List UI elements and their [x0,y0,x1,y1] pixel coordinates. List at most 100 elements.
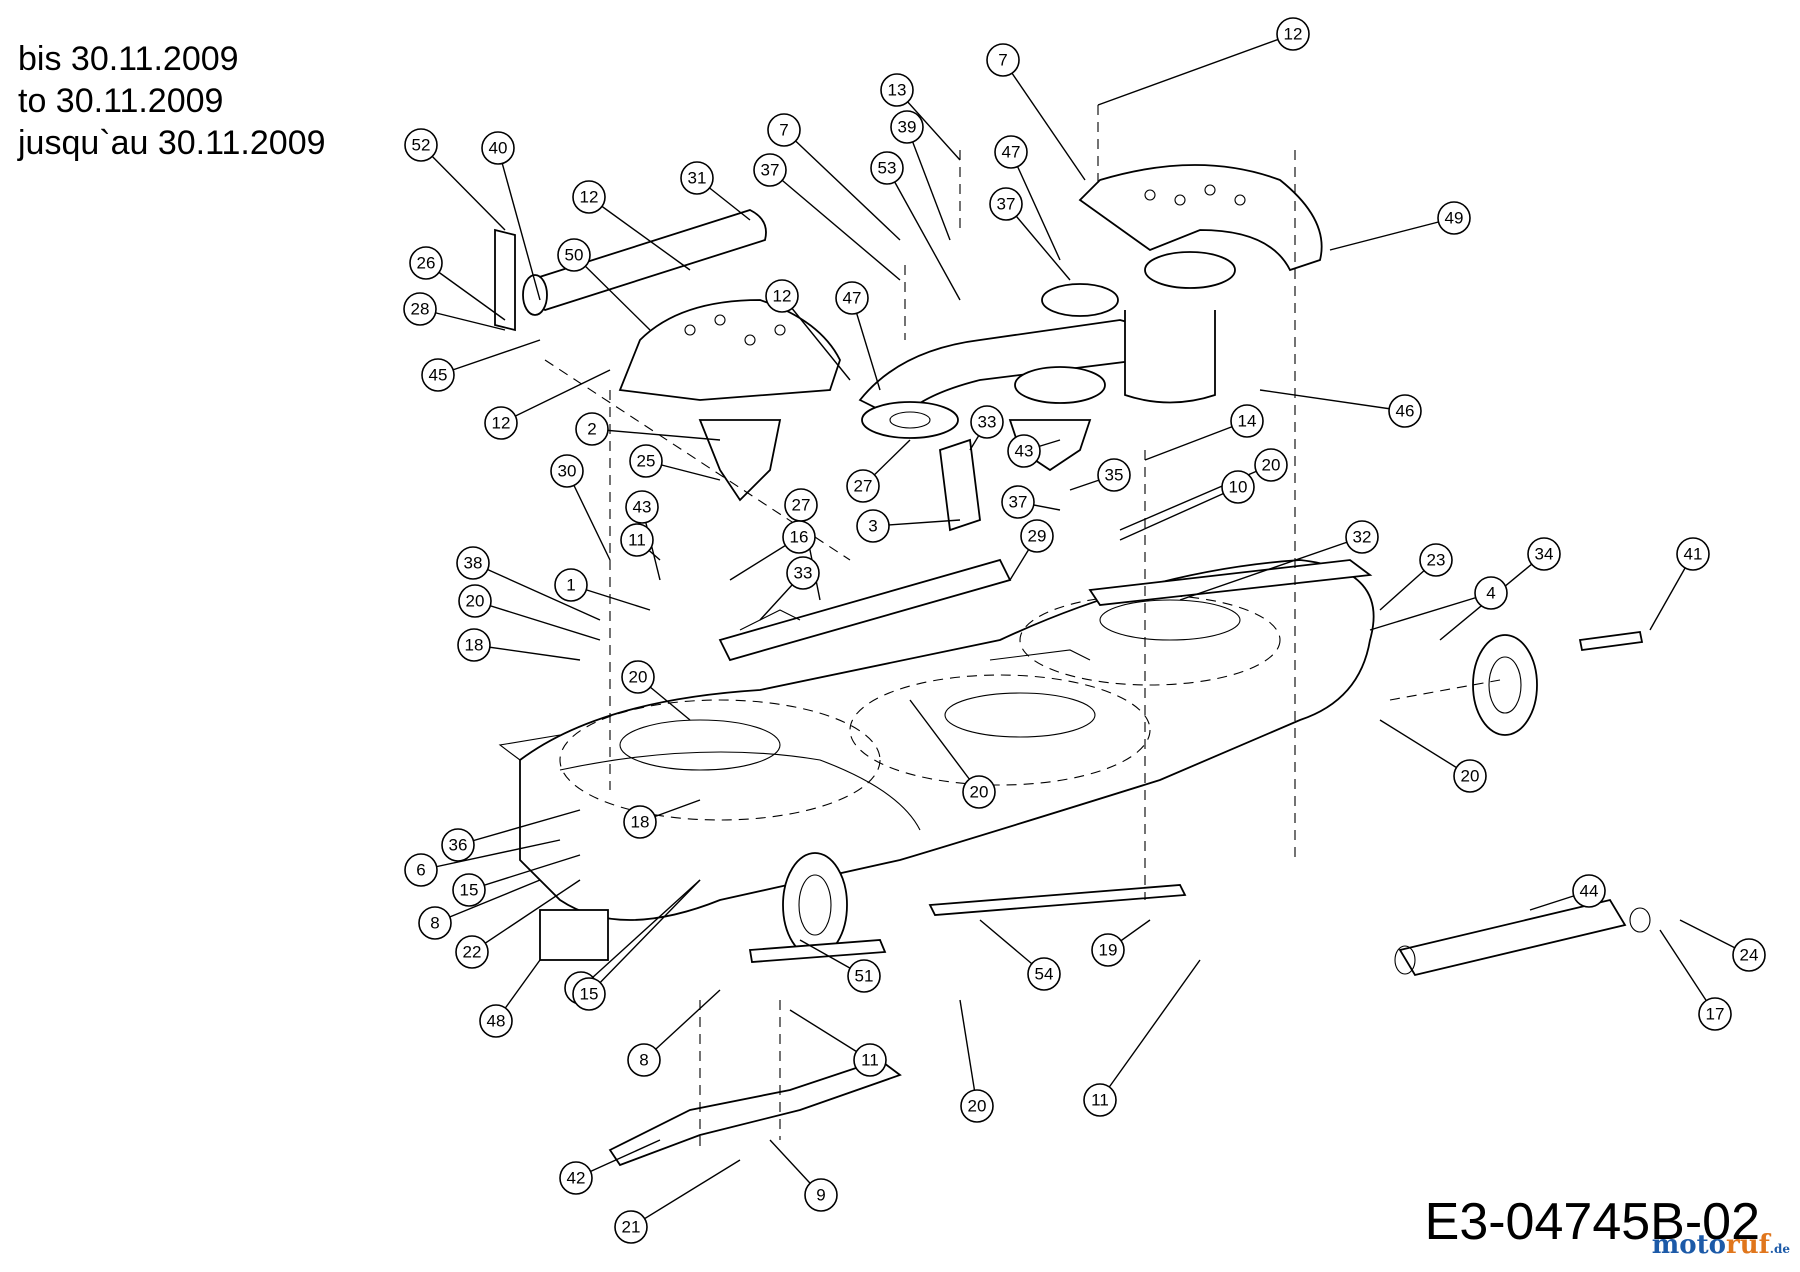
callout-leader-12 [781,295,851,381]
callout-leader-20 [1379,719,1471,777]
callout-49: 49 [1437,201,1471,235]
callout-47: 47 [994,135,1028,169]
callout-number: 7 [779,121,788,140]
callout-15: 15 [452,873,486,907]
callout-leader-2 [591,428,721,441]
validity-line-de: bis 30.11.2009 [18,40,239,78]
callout-number: 34 [1535,545,1554,564]
anti-scalp-bar [1394,898,1651,977]
callout-10: 10 [1221,470,1255,504]
callout-53: 53 [870,151,904,185]
callout-number: 20 [970,783,989,802]
callout-leader-50 [573,254,651,331]
gauge-wheel-front [782,852,848,958]
callout-50: 50 [557,238,591,272]
callout-number: 39 [898,118,917,137]
callout-number: 17 [1706,1005,1725,1024]
front-roller [494,209,767,332]
callout-31: 31 [680,161,714,195]
assembly-alignment-lines [544,105,1501,1150]
callout-18: 18 [457,628,491,662]
callout-number: 45 [429,366,448,385]
callout-number: 42 [567,1169,586,1188]
callout-number: 36 [449,836,468,855]
callout-number: 52 [412,136,431,155]
callout-leader-37 [769,169,901,281]
callout-leader-32 [1179,536,1363,601]
callout-number: 44 [1580,882,1599,901]
callout-number: 28 [411,300,430,319]
callout-leader-7 [1002,59,1086,181]
callout-number: 20 [1461,767,1480,786]
warning-label [539,909,609,961]
callout-8: 8 [627,1043,661,1077]
callout-number: 18 [631,813,650,832]
callout-number: 11 [628,531,646,550]
callout-number: 47 [1002,143,1021,162]
callout-number: 18 [465,636,484,655]
callout-19: 19 [1091,933,1125,967]
callout-7: 7 [767,113,801,147]
callout-32: 32 [1345,520,1379,554]
pulleys [861,251,1236,439]
callout-20: 20 [458,584,492,618]
callout-number: 12 [492,414,511,433]
motoruf-watermark-logo: motoruf.de [1651,1230,1790,1260]
callout-number: 12 [580,188,599,207]
callout-leader-45 [437,339,541,376]
callout-24: 24 [1732,938,1766,972]
callout-number: 53 [878,159,897,178]
callout-leader-11 [1099,959,1201,1101]
callout-18: 18 [623,805,657,839]
lower-baffle-small [748,939,887,963]
callout-leader-20 [474,600,601,641]
callout-number: 3 [868,517,877,536]
callout-12: 12 [572,180,606,214]
callout-20: 20 [960,1089,994,1123]
callout-leader-49 [1329,217,1455,251]
callout-leader-21 [630,1159,741,1228]
callout-13: 13 [880,73,914,107]
lower-baffle [928,884,1187,916]
callout-47: 47 [835,281,869,315]
callout-20: 20 [1254,448,1288,482]
callout-41: 41 [1676,537,1710,571]
callout-leader-15 [468,854,581,891]
mower-deck-housing [498,559,1375,921]
callout-leader-36 [457,809,581,846]
callout-number: 22 [463,943,482,962]
callout-43: 43 [1007,434,1041,468]
callout-number: 11 [1091,1091,1109,1110]
belt-cover-left [618,299,841,401]
gauge-wheel-right [1472,630,1644,736]
callout-43: 43 [625,490,659,524]
callout-number: 8 [430,914,439,933]
callout-leader-8 [643,989,721,1061]
callout-42: 42 [559,1161,593,1195]
callout-leader-4 [1369,592,1492,631]
callout-number: 6 [416,861,425,880]
callout-number: 2 [587,420,596,439]
callout-23: 23 [1419,543,1453,577]
callout-number: 20 [466,592,485,611]
callout-leader-53 [886,167,961,301]
callout-51: 51 [847,959,881,993]
callout-number: 11 [861,1051,879,1070]
callout-number: 54 [1035,965,1054,984]
callout-number: 12 [1284,25,1303,44]
callout-3: 3 [856,509,890,543]
callout-number: 43 [1015,442,1034,461]
callout-37: 37 [1001,485,1035,519]
callout-12: 12 [765,279,799,313]
callout-number: 48 [487,1012,506,1031]
callout-15: 15 [572,977,606,1011]
callout-40: 40 [481,131,515,165]
callout-35: 35 [1097,458,1131,492]
callout-number: 20 [968,1097,987,1116]
callout-number: 26 [417,254,436,273]
callout-number: 30 [558,462,577,481]
callout-12: 12 [484,406,518,440]
callout-30: 30 [550,454,584,488]
callout-number: 33 [978,413,997,432]
callout-37: 37 [753,153,787,187]
